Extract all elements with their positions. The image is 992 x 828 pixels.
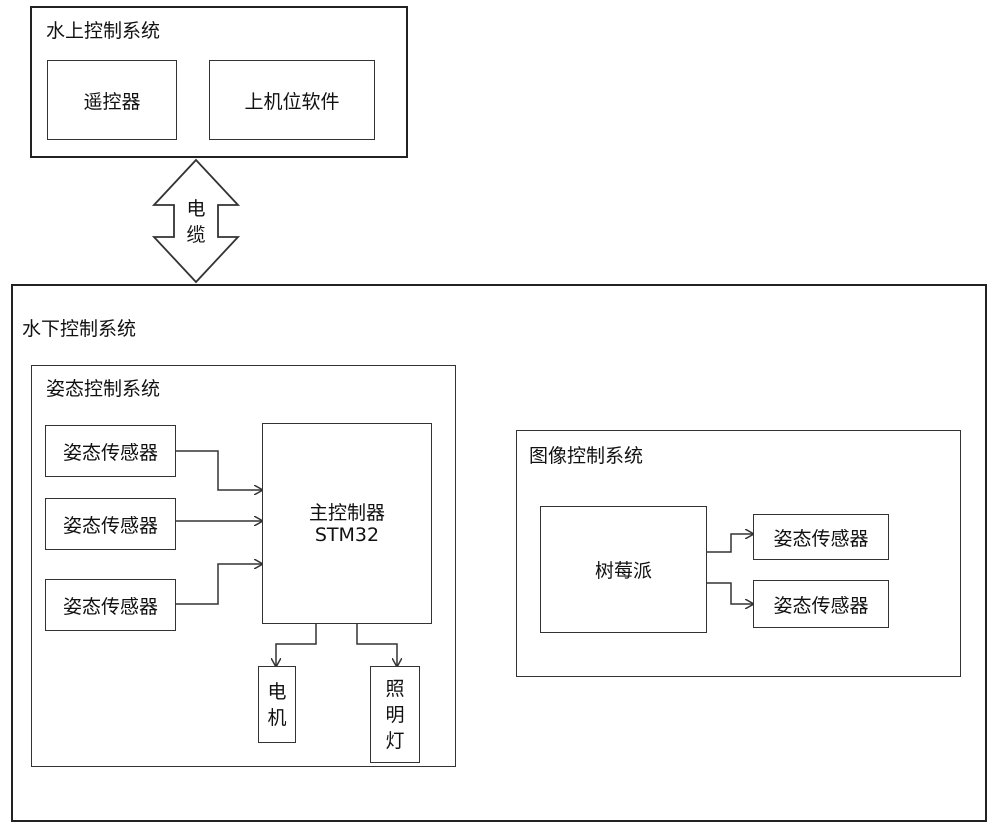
attitude-sensor-3: 姿态传感器 — [45, 579, 176, 631]
image-sensor-2: 姿态传感器 — [753, 580, 889, 628]
attitude-control-system: 姿态控制系统 — [31, 365, 456, 767]
main-controller-stm32: 主控制器 STM32 — [262, 423, 432, 624]
attitude-control-title: 姿态控制系统 — [46, 378, 161, 400]
lighting-char-1: 照 — [385, 677, 405, 700]
image-control-system: 图像控制系统 — [516, 430, 961, 677]
raspberry-pi-box: 树莓派 — [540, 506, 707, 633]
lighting-char-2: 明 — [385, 703, 405, 726]
image-sensor-1: 姿态传感器 — [753, 514, 889, 560]
underwater-control-system: 水下控制系统 — [11, 284, 987, 822]
cable-label-char-2: 缆 — [186, 224, 206, 246]
motor-char-1: 电 — [267, 680, 287, 703]
surface-control-system: 水上控制系统 遥控器 上机位软件 — [30, 6, 408, 158]
cable-label: 电 缆 — [184, 196, 208, 248]
lighting-box: 照 明 灯 — [370, 666, 420, 763]
main-controller-model: STM32 — [314, 523, 380, 546]
attitude-sensor-1: 姿态传感器 — [45, 425, 176, 477]
motor-char-2: 机 — [267, 706, 287, 729]
attitude-sensor-2: 姿态传感器 — [45, 498, 176, 550]
underwater-control-title: 水下控制系统 — [22, 318, 137, 340]
main-controller-label: 主控制器 — [308, 501, 385, 524]
host-software-box: 上机位软件 — [209, 60, 375, 140]
remote-controller-box: 遥控器 — [47, 60, 177, 140]
lighting-char-3: 灯 — [385, 729, 405, 752]
image-control-title: 图像控制系统 — [529, 445, 644, 467]
surface-control-title: 水上控制系统 — [46, 20, 161, 42]
cable-label-char-1: 电 — [186, 198, 206, 220]
motor-box: 电 机 — [258, 666, 296, 743]
